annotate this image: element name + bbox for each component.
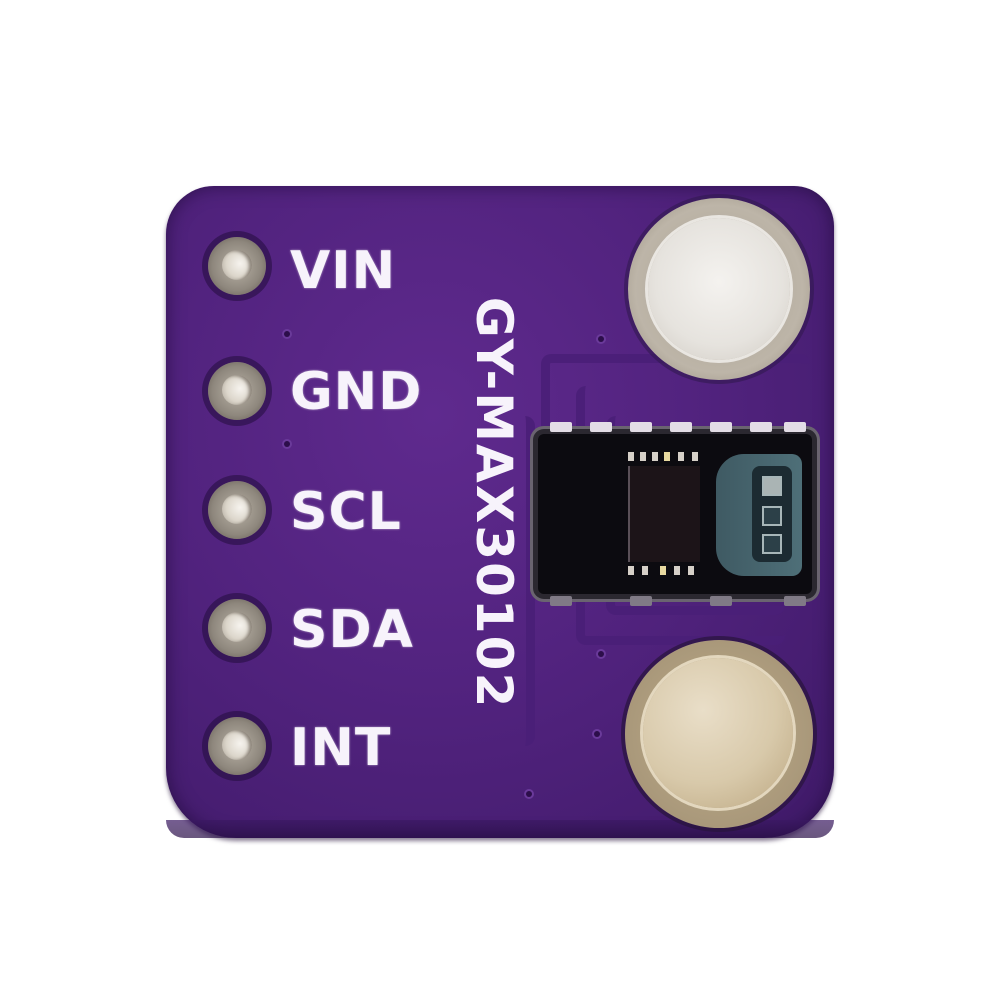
via [598, 336, 604, 342]
mount-pad-bottom [625, 640, 813, 828]
via [598, 651, 604, 657]
max30102-sensor-chip [538, 422, 812, 606]
pin-label-gnd: GND [290, 362, 423, 422]
led-icon [762, 506, 782, 526]
pcb-trace [496, 416, 535, 746]
pin-pad-gnd [208, 362, 266, 420]
led-optical-window [716, 454, 802, 576]
via [594, 731, 600, 737]
pin-label-vin: VIN [290, 241, 397, 301]
model-label: GY-MAX30102 [465, 288, 523, 718]
led-icon [762, 476, 782, 496]
pin-pad-scl [208, 481, 266, 539]
pin-label-scl: SCL [290, 482, 402, 542]
led-icon [762, 534, 782, 554]
model-label-text: GY-MAX30102 [465, 296, 523, 710]
via [526, 791, 532, 797]
photodetector-die [628, 466, 700, 562]
via [284, 441, 290, 447]
pin-label-int: INT [290, 718, 392, 778]
pin-pad-int [208, 717, 266, 775]
via [284, 331, 290, 337]
pin-label-sda: SDA [290, 600, 414, 660]
pin-pad-sda [208, 599, 266, 657]
pin-pad-vin [208, 237, 266, 295]
mount-pad-top [628, 198, 810, 380]
